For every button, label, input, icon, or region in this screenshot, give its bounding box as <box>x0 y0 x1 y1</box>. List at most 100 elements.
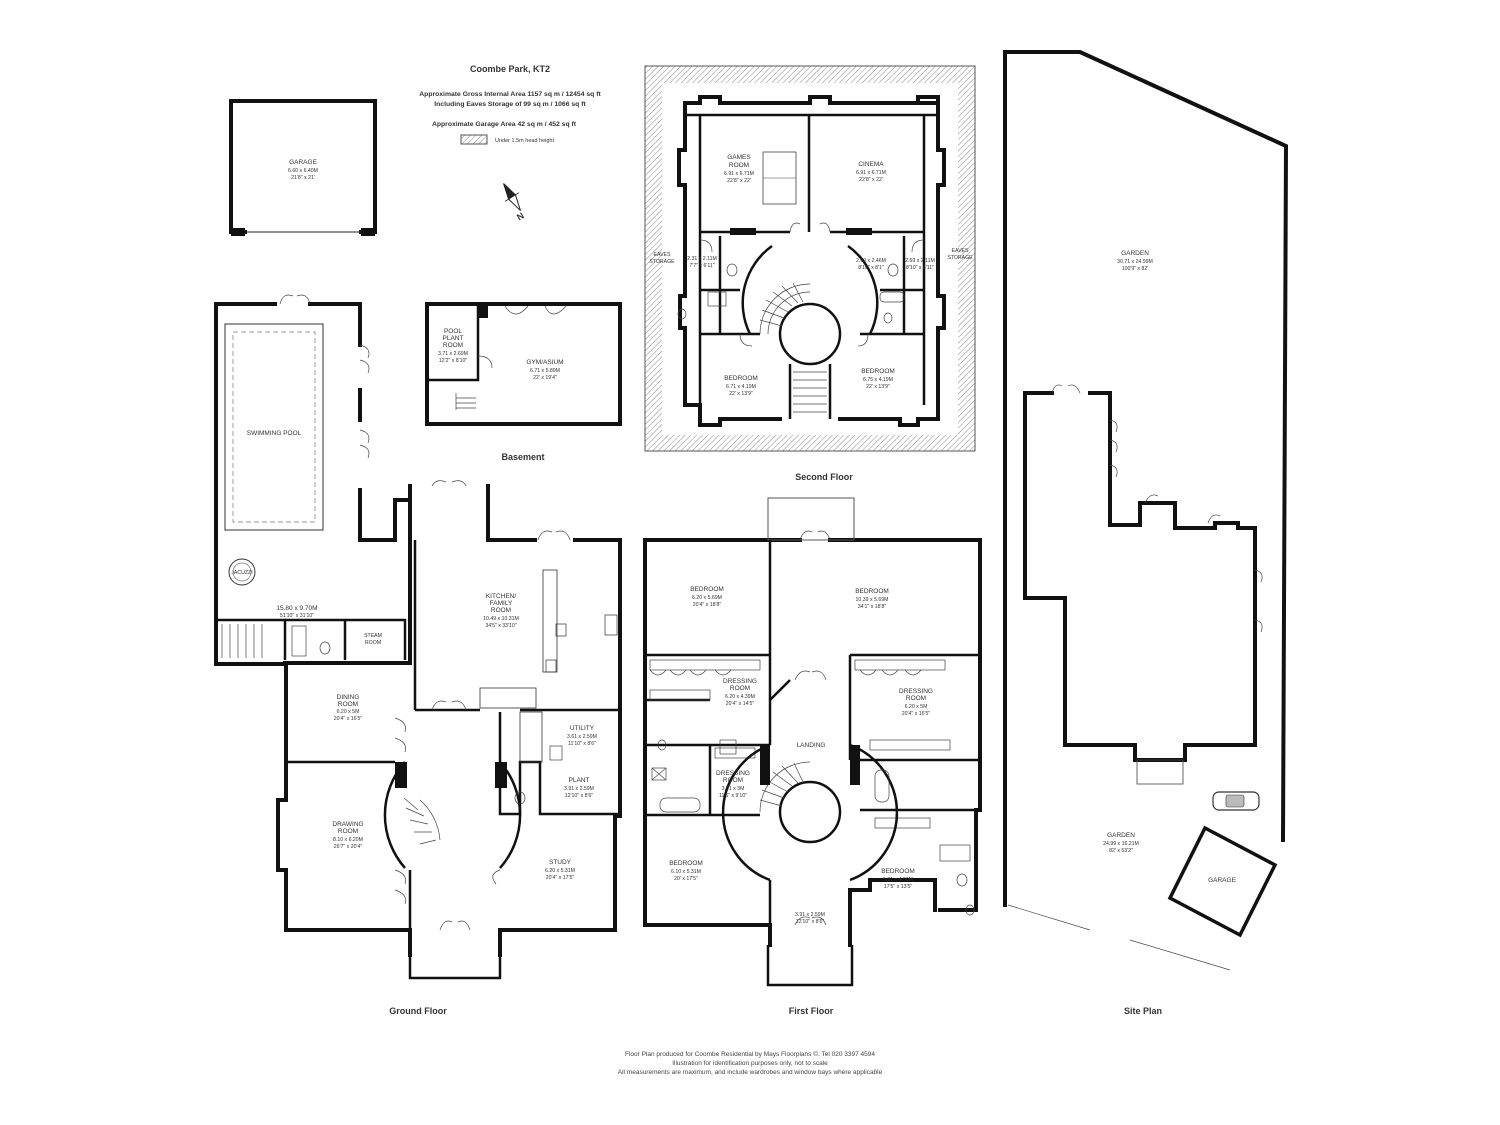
pool-plant-metric: 3.71 x 2.69M <box>438 351 468 357</box>
site-garage-label: GARAGE <box>1208 877 1236 884</box>
ff-small-imperial: 12'10" x 8'6" <box>796 919 825 925</box>
ff-bedroom-tr-metric: 10.39 x 5.69M <box>856 597 889 603</box>
jacuzzi-label: JACUZZI <box>231 570 252 576</box>
drawing-room-metric: 8.10 x 6.20M <box>333 837 363 843</box>
cinema-imperial: 22'8" x 22' <box>859 177 883 183</box>
cinema-label: CINEMA <box>858 161 884 168</box>
footer-line-3: All measurements are maximum, and includ… <box>618 1069 883 1076</box>
pool-hall-imperial: 51'10" x 31'10" <box>280 613 314 619</box>
footer-line-2: Illustration for identification purposes… <box>672 1060 828 1067</box>
garage-metric: 6.60 x 6.40M <box>288 168 318 174</box>
plant-metric: 3.91 x 2.59M <box>564 786 594 792</box>
ff-dressing-2-imperial: 20'4" x 16'5" <box>902 711 931 717</box>
garage-imperial: 21'8" x 21' <box>291 175 315 181</box>
ff-bedroom-tr-imperial: 34'1" x 18'8" <box>858 604 887 610</box>
plant-label: PLANT <box>569 777 590 784</box>
car-icon <box>1212 791 1260 811</box>
drawing-room-label-2: ROOM <box>338 828 358 835</box>
first-floor-plan: BEDROOM 6.20 x 5.69M 20'4" x 18'8" BEDRO… <box>643 497 982 987</box>
drawing-room-label-1: DRAWING <box>332 821 363 828</box>
dining-room-label-2: ROOM <box>338 701 358 708</box>
ff-bedroom-bl-label: BEDROOM <box>669 860 703 867</box>
eaves-legend-label: Under 1.5m head height <box>495 138 554 144</box>
garage-plan: GARAGE 6.60 x 6.40M 21'8" x 21' <box>229 99 377 236</box>
ff-bedroom-tl-metric: 6.20 x 5.69M <box>692 595 722 601</box>
sf-small-left-imperial: 7'7" x 6'11" <box>689 263 714 269</box>
garage-label: GARAGE <box>289 159 317 166</box>
sf-bedroom-right-label: BEDROOM <box>861 368 895 375</box>
site-garden-top-metric: 30.71 x 24.99M <box>1117 259 1153 265</box>
kitchen-label-2: FAMILY <box>490 600 513 607</box>
eaves-left-label-2: STORAGE <box>649 259 675 265</box>
second-floor-plan: GAMES ROOM 6.91 x 6.71M 22'8" x 22' CINE… <box>644 65 976 452</box>
pool-plant-imperial: 12'2" x 8'10" <box>439 358 468 364</box>
ff-bedroom-br-metric: 5.31 x 4.09M <box>883 877 913 883</box>
kitchen-metric: 10.49 x 10.31M <box>483 616 519 622</box>
utility-metric: 3.61 x 2.59M <box>567 734 597 740</box>
basement-plan: POOL PLANT ROOM 3.71 x 2.69M 12'2" x 8'1… <box>425 302 622 426</box>
footer-line-1: Floor Plan produced for Coombe Residenti… <box>625 1050 875 1058</box>
ff-dressing-3-metric: 3.51 x 3M <box>722 786 745 792</box>
gym-metric: 6.71 x 5.89M <box>530 368 560 374</box>
ff-dressing-3-label-2: ROOM <box>723 777 743 784</box>
steam-room-label-2: ROOM <box>365 640 381 646</box>
eaves-right-label-2: STORAGE <box>947 255 973 261</box>
pool-hall-metric: 15.80 x 9.70M <box>276 605 317 612</box>
footer: Floor Plan produced for Coombe Residenti… <box>618 1050 883 1076</box>
sf-bedroom-left-metric: 6.71 x 4.19M <box>726 384 756 390</box>
header-block: Coombe Park, KT2 Approximate Gross Inter… <box>419 64 601 222</box>
kitchen-imperial: 34'5" x 33'10" <box>485 623 516 629</box>
dining-room-metric: 6.20 x 5M <box>337 709 360 715</box>
ff-dressing-1-metric: 6.20 x 4.39M <box>725 694 755 700</box>
ff-bedroom-br-label: BEDROOM <box>881 868 915 875</box>
pool-plant-label-2: PLANT <box>443 335 464 342</box>
ff-bedroom-tl-imperial: 20'4" x 18'8" <box>693 602 722 608</box>
ff-dressing-1-label-1: DRESSING <box>723 678 757 685</box>
pool-plant-label-1: POOL <box>444 328 462 335</box>
kitchen-label-3: ROOM <box>491 607 511 614</box>
site-garden-bottom-imperial: 82' x 53'2" <box>1109 848 1133 854</box>
site-plan: GARAGE GARDEN 30.71 x 24.99M 100'9" x 82… <box>1003 50 1289 971</box>
compass-icon <box>503 183 521 211</box>
games-room-metric: 6.91 x 6.71M <box>724 171 754 177</box>
utility-imperial: 11'10" x 8'6" <box>568 741 596 747</box>
sf-small-right-imperial: 8'10" x 6'11" <box>906 265 934 271</box>
ff-bedroom-bl-imperial: 20' x 17'5" <box>674 876 698 882</box>
area-line-1: Approximate Gross Internal Area 1157 sq … <box>419 91 601 98</box>
pool-plant-label-3: ROOM <box>443 342 463 349</box>
gym-label: GYM/ASIUM <box>526 359 563 366</box>
dining-room-label-1: DINING <box>337 694 360 701</box>
eaves-legend-swatch <box>460 134 488 145</box>
gym-imperial: 22' x 19'4" <box>533 375 557 381</box>
ff-landing-label: LANDING <box>797 742 826 749</box>
ff-dressing-2-label-1: DRESSING <box>899 688 933 695</box>
area-line-2: Including Eaves Storage of 99 sq m / 106… <box>434 101 586 108</box>
cinema-metric: 6.91 x 6.71M <box>856 170 886 176</box>
ff-dressing-3-imperial: 11'6" x 9'10" <box>719 793 747 799</box>
sf-bedroom-left-label: BEDROOM <box>724 375 758 382</box>
games-room-imperial: 22'8" x 22' <box>727 178 751 184</box>
garage-area-line: Approximate Garage Area 42 sq m / 452 sq… <box>432 121 577 128</box>
study-imperial: 20'4" x 17'5" <box>546 875 575 881</box>
ff-dressing-3-label-1: DRESSING <box>716 770 750 777</box>
site-plan-heading: Site Plan <box>1124 1006 1162 1016</box>
eaves-right-label-1: EAVES <box>952 248 969 254</box>
ff-dressing-1-label-2: ROOM <box>730 685 750 692</box>
site-garden-top-label: GARDEN <box>1121 250 1149 257</box>
ff-dressing-2-metric: 6.20 x 5M <box>905 704 928 710</box>
ff-small-metric: 3.91 x 2.59M <box>795 912 825 918</box>
ff-bedroom-bl-metric: 6.10 x 5.31M <box>671 869 701 875</box>
ff-dressing-1-imperial: 20'4" x 14'5" <box>726 701 755 707</box>
ground-floor-plan: 15.80 x 9.70M 51'10" x 31'10" SWIMMING P… <box>214 294 622 980</box>
second-floor-heading: Second Floor <box>795 472 853 482</box>
sf-bedroom-right-metric: 6.75 x 4.19M <box>863 377 893 383</box>
plant-imperial: 12'10" x 8'6" <box>565 793 594 799</box>
sf-small-right-metric: 2.69 x 2.11M <box>905 258 935 264</box>
eaves-left-label-1: EAVES <box>654 252 671 258</box>
study-label: STUDY <box>549 859 572 866</box>
plan-title: Coombe Park, KT2 <box>470 64 550 74</box>
ff-bedroom-br-imperial: 17'5" x 13'5" <box>884 884 913 890</box>
swimming-pool-label: SWIMMING POOL <box>247 430 302 437</box>
ff-bedroom-tl-label: BEDROOM <box>690 586 724 593</box>
